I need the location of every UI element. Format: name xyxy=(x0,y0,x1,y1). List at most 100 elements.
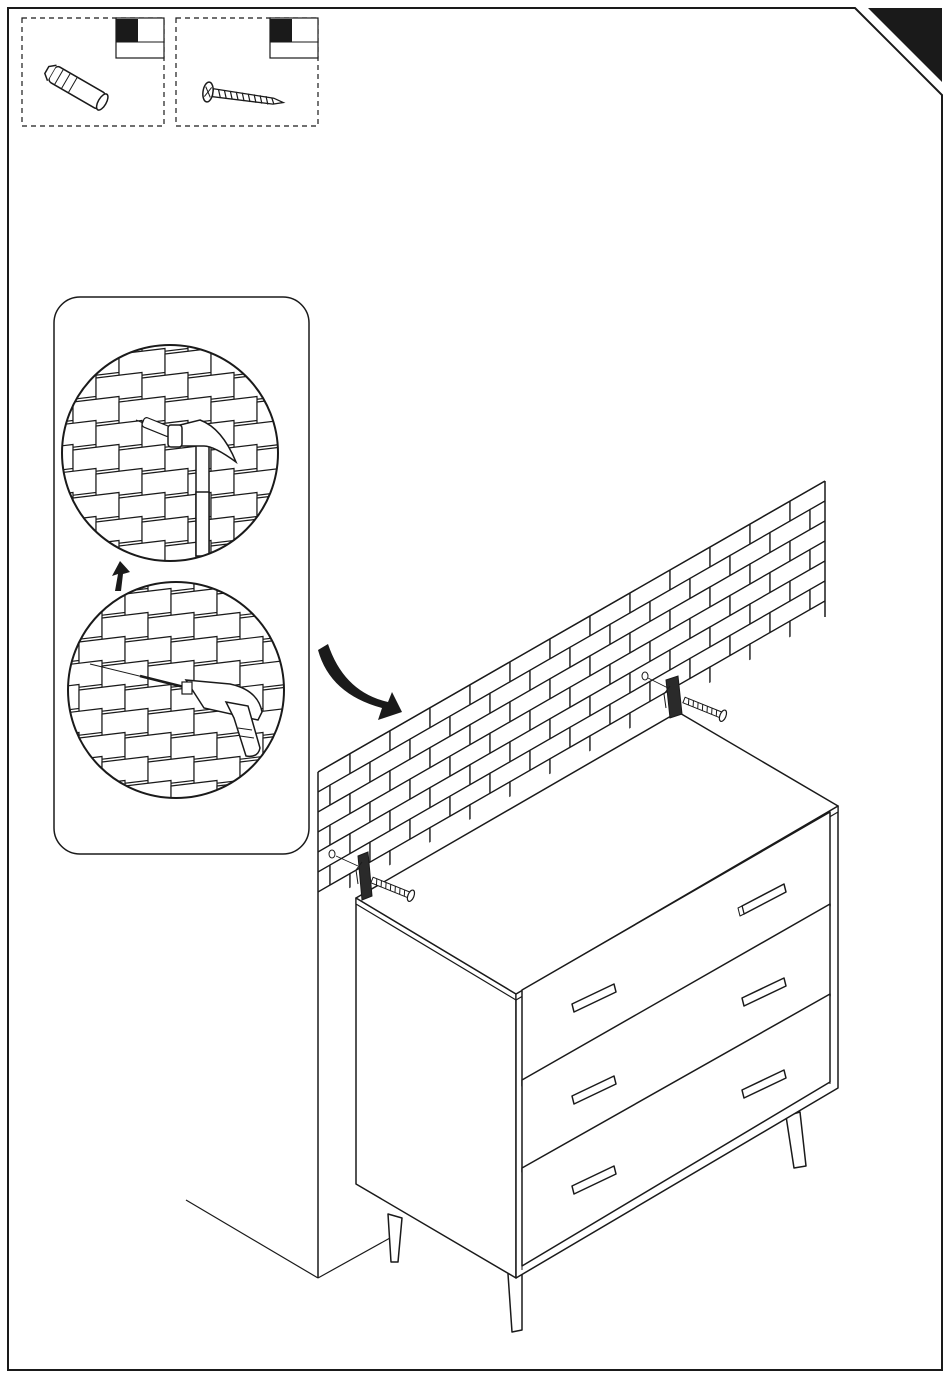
brick xyxy=(303,540,349,570)
brick xyxy=(850,864,890,907)
brick xyxy=(330,1242,370,1285)
brick xyxy=(326,468,372,498)
brick xyxy=(930,498,950,541)
brick xyxy=(850,504,890,547)
brick xyxy=(890,481,930,524)
brick xyxy=(850,984,890,1027)
brick xyxy=(930,858,950,901)
brick xyxy=(10,756,56,786)
brick xyxy=(303,492,349,522)
brick xyxy=(930,778,950,821)
brick xyxy=(270,1057,310,1100)
brick xyxy=(326,420,372,450)
brick xyxy=(290,985,330,1028)
brick xyxy=(310,714,350,757)
brick xyxy=(303,588,349,618)
brick xyxy=(250,1088,290,1131)
brick xyxy=(850,664,890,707)
dresser-leg xyxy=(388,1214,402,1262)
brick xyxy=(710,444,750,487)
brick xyxy=(310,914,350,957)
brick xyxy=(890,801,930,844)
brick xyxy=(610,521,650,564)
brick xyxy=(270,897,310,940)
brick xyxy=(850,544,890,587)
brick xyxy=(310,1154,350,1197)
brick xyxy=(850,744,890,787)
brick xyxy=(890,721,930,764)
brick xyxy=(326,372,372,402)
brick xyxy=(730,693,770,736)
brick xyxy=(830,575,870,618)
brick xyxy=(510,559,550,602)
brick xyxy=(250,1208,290,1251)
brick xyxy=(910,449,950,492)
brick xyxy=(890,361,930,404)
brick xyxy=(850,824,890,867)
brick xyxy=(770,670,810,713)
brick xyxy=(930,938,950,981)
brick xyxy=(910,369,950,412)
brick xyxy=(830,455,870,498)
brick xyxy=(590,553,630,596)
brick xyxy=(270,1137,310,1180)
brick xyxy=(790,438,830,481)
brick xyxy=(930,458,950,501)
brick xyxy=(930,538,950,581)
brick xyxy=(710,484,750,527)
brick xyxy=(4,468,50,498)
brick xyxy=(830,495,870,538)
brick xyxy=(790,678,830,721)
brick xyxy=(710,684,750,727)
brick xyxy=(10,564,56,594)
brick xyxy=(303,444,349,474)
brick xyxy=(290,1105,330,1148)
brick xyxy=(550,536,590,579)
brick xyxy=(290,1065,330,1108)
brick xyxy=(230,1120,270,1163)
brick xyxy=(270,1257,310,1300)
brick xyxy=(310,1114,350,1157)
brick xyxy=(326,564,372,594)
brick xyxy=(355,588,401,618)
brick xyxy=(690,476,730,519)
brick xyxy=(890,601,930,644)
brick xyxy=(10,804,56,834)
brick xyxy=(790,718,830,761)
brick xyxy=(830,695,870,738)
brick xyxy=(430,605,470,648)
brick xyxy=(810,647,850,690)
brick xyxy=(930,698,950,741)
brick xyxy=(290,1225,330,1268)
brick xyxy=(4,420,50,450)
brick xyxy=(910,769,950,812)
brick xyxy=(930,818,950,861)
brick xyxy=(349,588,395,618)
brick xyxy=(910,529,950,572)
brick xyxy=(850,424,890,467)
part-box-wall-anchor xyxy=(22,18,164,126)
brick xyxy=(250,1328,290,1371)
brick xyxy=(250,888,290,931)
brick xyxy=(650,498,690,541)
brick xyxy=(530,567,570,610)
brick xyxy=(750,461,790,504)
brick xyxy=(910,809,950,852)
brick xyxy=(310,1034,350,1077)
brick xyxy=(230,1280,270,1323)
brick xyxy=(670,507,710,550)
brick xyxy=(370,1259,410,1302)
brick xyxy=(890,561,930,604)
corner-tab xyxy=(868,8,942,82)
brick xyxy=(890,681,930,724)
brick xyxy=(27,444,73,474)
brick xyxy=(870,552,910,595)
brick xyxy=(930,618,950,661)
brick xyxy=(630,530,670,573)
brick xyxy=(349,396,395,426)
brick xyxy=(830,655,870,698)
brick xyxy=(4,372,50,402)
dresser-leg xyxy=(786,1112,806,1168)
brick xyxy=(303,396,349,426)
brick xyxy=(890,401,930,444)
